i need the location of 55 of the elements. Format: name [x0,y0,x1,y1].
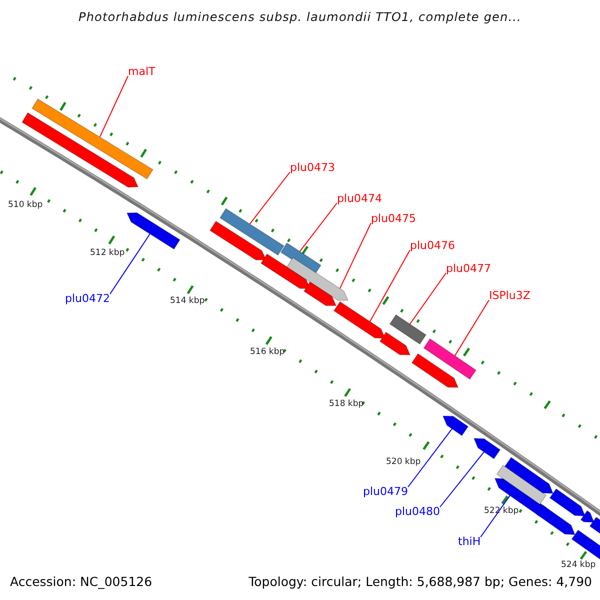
tick-label: 524 kbp [561,561,596,570]
gene-bar [32,98,154,180]
gene-bar [333,301,386,338]
gene-bar [22,112,139,188]
gene-bar [379,332,411,356]
gene-bar [549,488,586,516]
tick-label: 512 kbp [90,249,125,258]
gene-bar [126,212,180,250]
leader-line [454,300,490,356]
leader-line [110,233,150,294]
leader-line [369,250,410,322]
gene-label: plu0480 [395,506,440,517]
gene-bar [496,464,547,505]
leader-line [480,495,510,538]
gene-bar [589,516,600,536]
gene-label: plu0474 [337,193,382,204]
gene-bar [423,338,477,380]
gene-label: plu0477 [446,263,492,274]
gene-label: plu0479 [363,486,408,497]
tick-label: 522 kbp [484,507,519,516]
gene-label: plu0472 [65,293,110,304]
title: Photorhabdus luminescens subsp. laumondii TTO1, complete gen... [78,11,522,23]
leader-line [440,451,484,508]
gene-label: malT [128,66,156,77]
leader-line [408,428,452,488]
gene-bar [219,208,284,256]
leader-line [409,272,446,325]
leader-line [249,172,290,224]
leader-line [99,76,128,138]
tick-label: 518 kbp [329,400,364,408]
gene-bar [303,281,337,306]
gene-bar [442,416,469,436]
leader-line [339,222,372,289]
genome-info-text: Topology: circular; Length: 5,688,987 bp; Genes: 4,790 [248,576,592,588]
leader-line [299,202,338,252]
gene-bar [209,220,267,260]
gene-label: plu0475 [371,213,416,224]
gene-bar [260,253,311,289]
gene-bar [571,530,600,562]
gene-bar [580,510,595,523]
gene-bar [389,314,427,345]
accession-text: Accession: NC_005126 [10,576,152,588]
tick-label: 514 kbp [170,297,205,306]
tick-label: 516 kbp [250,348,285,356]
gene-label: ISPlu3Z [489,290,530,301]
gene-bar [536,504,576,536]
gene-bar [411,353,459,388]
gene-bar [286,257,349,301]
tick-label: 510 kbp [8,201,43,210]
gene-bar [473,438,501,460]
tick-label: 520 kbp [386,458,421,466]
gene-label: plu0476 [410,240,456,251]
gene-label: thiH [458,536,481,547]
gene-bar [504,456,554,494]
gene-label: plu0473 [290,162,336,173]
